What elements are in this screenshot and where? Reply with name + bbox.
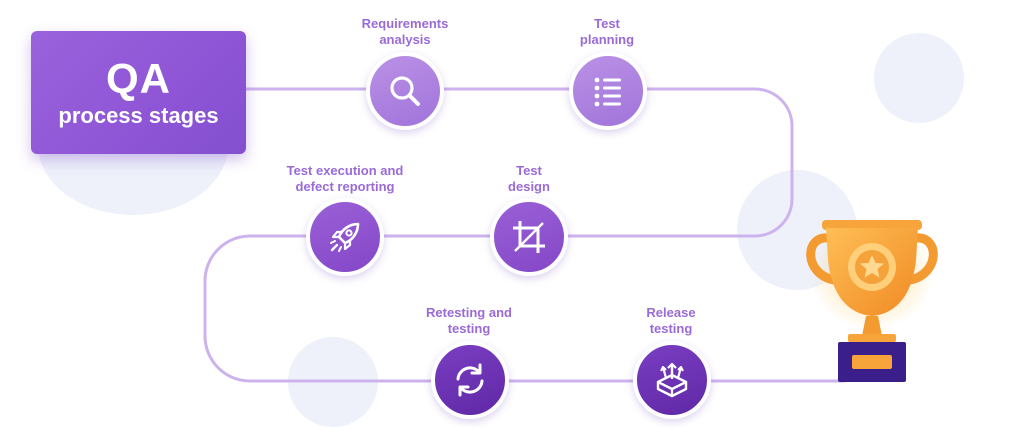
title-main: QA xyxy=(106,54,171,102)
title-card: QA process stages xyxy=(31,31,246,154)
stage-node-test-design xyxy=(490,198,568,276)
crop-icon xyxy=(513,221,545,253)
stage-node-test-execution xyxy=(306,198,384,276)
stage-label-test-design: Test design xyxy=(508,163,550,194)
stage-label-requirements-analysis: Requirements analysis xyxy=(361,16,449,47)
stage-node-retesting xyxy=(431,341,509,419)
magnifier-icon xyxy=(390,76,420,106)
release-box-icon xyxy=(656,362,688,398)
stage-node-test-planning xyxy=(569,52,647,130)
list-icon xyxy=(594,77,621,107)
stage-node-release-testing xyxy=(633,341,711,419)
stage-label-retesting: Retesting and testing xyxy=(426,305,512,336)
trophy-icon xyxy=(806,218,938,382)
stage-label-test-planning: Test planning xyxy=(579,16,635,47)
stage-label-test-execution: Test execution and defect reporting xyxy=(286,163,404,194)
bg-circle xyxy=(874,33,964,123)
stage-label-release-testing: Release testing xyxy=(646,305,696,336)
rocket-icon xyxy=(330,222,360,252)
stage-node-requirements-analysis xyxy=(366,52,444,130)
title-subtitle: process stages xyxy=(58,102,219,128)
refresh-icon xyxy=(456,363,484,397)
